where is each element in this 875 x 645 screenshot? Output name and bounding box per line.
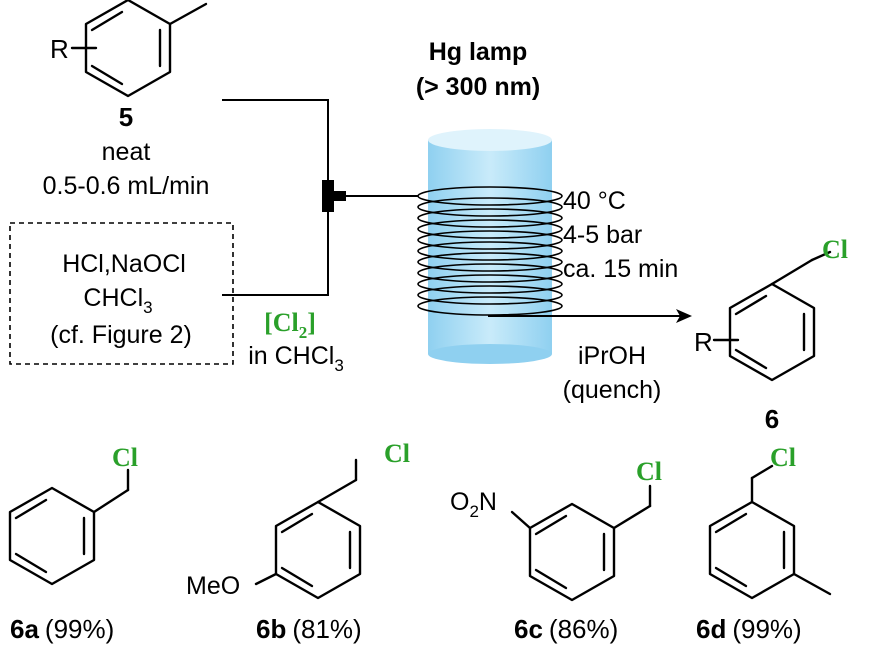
- reactant-double-bond: [90, 10, 124, 32]
- example-6c-cl-label: Cl: [636, 457, 662, 486]
- example-6c-ring: [528, 502, 616, 602]
- example-6b-double-bond: [280, 512, 314, 534]
- example-6c-no2-label: O2N: [450, 488, 497, 521]
- reactant-number: 5: [119, 102, 133, 132]
- product-ring: [728, 282, 816, 382]
- coil-loop: [417, 252, 563, 272]
- reagent-line2: CHCl3: [83, 284, 152, 317]
- coil-loop: [417, 274, 563, 294]
- example-6c-double-bond: [534, 514, 568, 536]
- outlet-arrowhead: [676, 309, 692, 323]
- coil-loop: [417, 208, 563, 228]
- product-structure: R Cl: [694, 235, 848, 382]
- reactant-flow-rate: 0.5-0.6 mL/min: [43, 172, 210, 200]
- example-6a-double-bond: [14, 552, 48, 574]
- example-6a-ch2-bond: [92, 488, 130, 514]
- t-mixer-outlet: [334, 191, 346, 201]
- example-6b-cl-label: Cl: [384, 439, 410, 468]
- example-6b-caption: 6b(81%): [256, 614, 362, 644]
- coil-loop: [417, 219, 563, 239]
- lamp-wavelength: (> 300 nm): [416, 73, 540, 101]
- coil-loop: [417, 197, 563, 217]
- coil-loop: [417, 230, 563, 250]
- product-double-bond: [734, 348, 768, 370]
- example-6a-double-bond: [14, 498, 48, 520]
- reagent-line1: HCl,NaOCl: [62, 250, 186, 278]
- reagent-box: [9, 222, 234, 365]
- example-6a-ring: [8, 486, 96, 586]
- example-6d-double-bond: [714, 512, 748, 534]
- example-6c-caption: 6c(86%): [514, 614, 618, 644]
- quench-reagent: iPrOH: [578, 342, 646, 370]
- condition-temperature: 40 °C: [563, 187, 626, 215]
- example-6b-structure: Cl MeO: [186, 439, 410, 600]
- condition-pressure: 4-5 bar: [563, 221, 642, 249]
- reactant-structure: R: [50, 0, 208, 98]
- lamp-title: Hg lamp: [429, 38, 528, 66]
- example-6d-double-bond: [714, 566, 748, 588]
- condition-time: ca. 15 min: [563, 255, 678, 283]
- example-6d-caption: 6d(99%): [696, 614, 802, 644]
- feed-lines: [222, 99, 329, 296]
- chlorine-label: [Cl2]: [264, 308, 316, 342]
- quench-label: (quench): [563, 376, 662, 404]
- example-6b-double-bond: [280, 566, 314, 588]
- reagent-line3: (cf. Figure 2): [50, 321, 192, 349]
- example-6c-structure: Cl O2N: [450, 457, 662, 602]
- example-6b-ch2-bond: [316, 478, 358, 504]
- example-6a-cl-label: Cl: [112, 443, 138, 472]
- example-6d-ring: [708, 500, 796, 600]
- example-6d-structure: Cl: [708, 443, 832, 600]
- reactant-neat-label: neat: [102, 138, 151, 166]
- t-mixer: [322, 180, 334, 212]
- example-6c-ch2-bond: [612, 504, 652, 530]
- product-double-bond: [734, 294, 768, 316]
- example-6d-cl-bond: [750, 464, 774, 480]
- coil-loop: [417, 186, 563, 206]
- chlorine-solvent: in CHCl3: [248, 342, 344, 375]
- product-cl-label: Cl: [822, 235, 848, 264]
- product-r-label: R: [694, 327, 713, 357]
- lamp-bottom: [428, 344, 552, 364]
- product-ch2-bond: [770, 258, 814, 286]
- coil-loop: [417, 285, 563, 305]
- reactant-r-label: R: [50, 34, 69, 64]
- reactant-methyl-bond: [168, 2, 208, 26]
- example-6b-ring: [274, 500, 362, 600]
- product-cl-bond: [810, 250, 832, 262]
- reactant-ring: [84, 0, 172, 98]
- coil-loop: [417, 241, 563, 261]
- example-6b-meo-label: MeO: [186, 572, 240, 600]
- example-6c-no2-bond: [510, 510, 532, 530]
- example-6c-double-bond: [534, 568, 568, 590]
- reactant-double-bond: [90, 64, 124, 86]
- example-6d-cl-label: Cl: [770, 443, 796, 472]
- example-6b-ome-bond: [254, 572, 278, 586]
- example-6a-caption: 6a(99%): [10, 614, 114, 644]
- coil-loop: [417, 263, 563, 283]
- product-number: 6: [765, 404, 779, 434]
- example-6a-structure: Cl: [8, 443, 138, 586]
- lamp-top: [428, 129, 552, 151]
- example-6d-methyl-bond: [792, 572, 832, 596]
